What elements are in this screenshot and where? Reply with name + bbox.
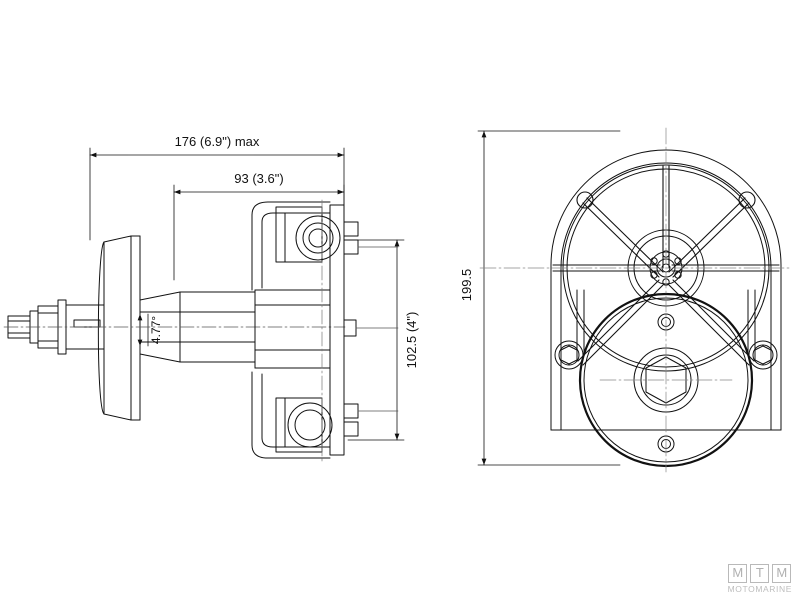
fastener-leader-lines: [355, 246, 399, 412]
motor-body: [97, 235, 141, 421]
watermark-logo: M T M MOTOMARINE: [728, 564, 792, 594]
dimension-mount-height: [347, 239, 405, 441]
main-housing: [251, 201, 345, 459]
mounting-fasteners: [343, 221, 359, 437]
dimension-label-shaft-angle: 4.77°: [149, 316, 163, 344]
left-view-group: [3, 147, 405, 463]
side-hex-bolts: [554, 340, 778, 370]
dimension-label-overall-height: 199.5: [459, 269, 474, 302]
dimension-label-overall-length: 176 (6.9") max: [175, 134, 260, 149]
dimension-overall-length: [89, 147, 345, 241]
side-guide-rails: [576, 289, 756, 356]
watermark-letters: M T M: [728, 564, 792, 583]
dimension-overall-height: [477, 130, 621, 466]
centerlines-right-view: [479, 127, 791, 473]
dimension-label-housing-length: 93 (3.6"): [234, 171, 283, 186]
dimension-label-mount-height: 102.5 (4"): [404, 312, 419, 369]
watermark-letter-m1: M: [728, 564, 748, 583]
handwheel-spokes: [552, 165, 780, 366]
watermark-subtitle: MOTOMARINE: [727, 584, 792, 594]
dimension-housing-length: [173, 184, 345, 281]
watermark-letter-t: T: [750, 564, 770, 583]
right-view-group: [477, 127, 791, 473]
watermark-letter-m2: M: [772, 564, 792, 583]
